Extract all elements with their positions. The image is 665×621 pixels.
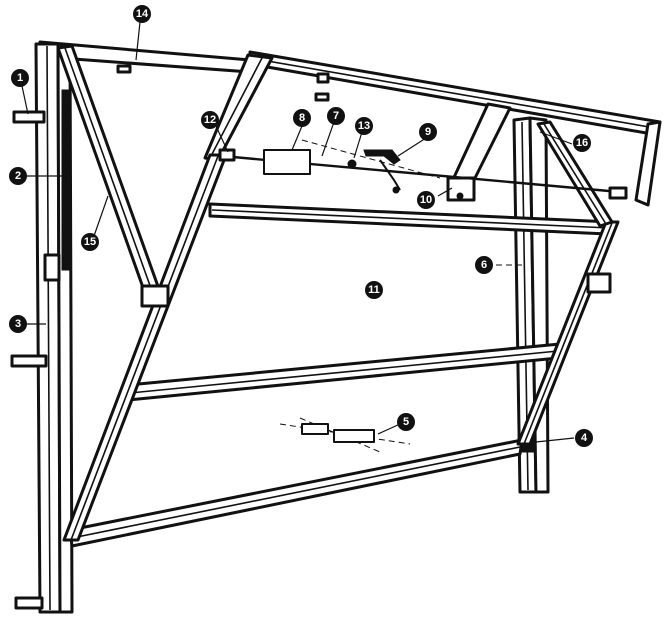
lock-cylinder <box>347 159 357 169</box>
callout-16: 16 <box>573 134 591 152</box>
right-jamb <box>512 116 550 494</box>
svg-text:2: 2 <box>15 170 21 182</box>
callout-5: 5 <box>397 413 415 431</box>
svg-text:9: 9 <box>425 126 431 138</box>
bar-guide-right <box>608 186 628 200</box>
svg-text:7: 7 <box>333 110 339 122</box>
callout-7: 7 <box>327 107 345 125</box>
callout-9: 9 <box>419 123 437 141</box>
callout-4: 4 <box>575 429 593 447</box>
handle-assembly <box>263 139 441 194</box>
svg-text:3: 3 <box>15 318 21 330</box>
svg-text:14: 14 <box>136 8 149 20</box>
jamb-bracket-top <box>12 110 46 124</box>
svg-text:11: 11 <box>368 284 380 296</box>
callout-1: 1 <box>11 69 29 87</box>
svg-text:13: 13 <box>358 120 370 132</box>
jamb-bracket-bottom <box>14 596 44 610</box>
door-right-member <box>516 120 620 446</box>
handle-escutcheon <box>263 149 311 175</box>
strut-gusset <box>140 284 170 308</box>
door-rails <box>68 202 614 548</box>
callout-2: 2 <box>9 167 27 185</box>
svg-text:5: 5 <box>403 416 409 428</box>
callout-6: 6 <box>475 256 493 274</box>
pivot-bracket <box>43 253 61 282</box>
callout-15: 15 <box>81 233 99 251</box>
callout-10: 10 <box>417 191 435 209</box>
jamb-bracket-middle <box>10 354 48 368</box>
left-diagonal-strut <box>56 44 162 298</box>
arm-bracket <box>586 272 612 294</box>
callout-3: 3 <box>9 315 27 333</box>
t-handle <box>363 149 401 165</box>
svg-text:1: 1 <box>17 72 23 84</box>
svg-text:16: 16 <box>576 137 588 149</box>
callout-12: 12 <box>201 111 219 129</box>
svg-text:8: 8 <box>299 112 305 124</box>
svg-text:4: 4 <box>581 432 588 444</box>
callout-11: 11 <box>365 281 383 299</box>
door-left-member <box>62 153 228 542</box>
lower-handle <box>279 417 411 453</box>
top-frame-rail <box>38 40 662 207</box>
callout-13: 13 <box>355 117 373 135</box>
svg-text:15: 15 <box>84 236 96 248</box>
svg-text:10: 10 <box>420 194 432 206</box>
callout-8: 8 <box>293 109 311 127</box>
svg-text:6: 6 <box>481 259 487 271</box>
counterbalance-spring <box>61 89 71 271</box>
lock-support <box>446 102 512 202</box>
bar-guide-left <box>218 148 236 162</box>
callout-14: 14 <box>133 5 151 23</box>
leader-lines <box>21 21 575 443</box>
svg-text:12: 12 <box>204 114 216 126</box>
